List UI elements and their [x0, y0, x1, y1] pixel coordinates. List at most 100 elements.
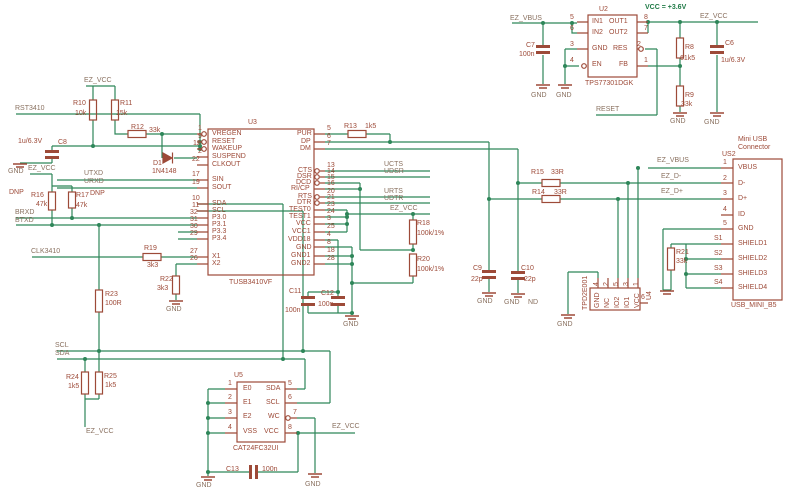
pin-number: 2: [198, 148, 202, 155]
designator-c8: C8: [58, 139, 67, 146]
pin-name: IN1: [592, 18, 603, 25]
net-label-ucts: UCTS: [384, 161, 404, 168]
net-label-scl: SCL: [55, 342, 69, 349]
value-c8: 1u/6.3V: [18, 138, 43, 145]
gnd-label: GND: [343, 321, 359, 328]
part-name-u3: TUSB3410VF: [229, 279, 273, 286]
designator-c10: C10: [521, 265, 534, 272]
pin-number: 1: [633, 282, 640, 286]
pin-name: E0: [243, 385, 252, 392]
note-dnp: DNP: [9, 189, 24, 196]
pin-number: 5: [570, 14, 574, 21]
gnd-label: GND: [166, 306, 182, 313]
value-r13: 1k5: [365, 123, 377, 130]
part-name-u5: CAT24FC32UI: [233, 445, 279, 452]
value-r8: 61k5: [680, 55, 696, 62]
part-name-u4: TPD2E001: [582, 275, 589, 310]
net-label-ez-dplus: EZ_D+: [661, 188, 683, 195]
pin-name: SHIELD2: [738, 255, 768, 262]
pin-number: 28: [327, 255, 335, 262]
pin-name: SUSPEND: [212, 153, 246, 160]
net-wires: [16, 21, 758, 476]
diode-d1: [162, 151, 174, 165]
pin-name: PUR: [297, 130, 312, 137]
net-label-ez-vcc: EZ_VCC: [84, 77, 112, 84]
pin-name: CTS: [298, 167, 312, 174]
designator-r23: R23: [105, 291, 118, 298]
pin-name: TEST1: [289, 213, 311, 220]
capacitors: [45, 45, 724, 479]
designator-c12: C12: [321, 290, 334, 297]
value-r18: 100k/1%: [417, 230, 445, 237]
net-label-ez-vcc: EZ_VCC: [28, 165, 56, 172]
pin-number: 6: [327, 133, 331, 140]
pin-name: IN2: [592, 29, 603, 36]
part-name-us2: USB_MINI_B5: [731, 302, 777, 309]
pin-number: 22: [192, 156, 200, 163]
gnd-label: GND: [305, 481, 321, 488]
designator-r19: R19: [144, 245, 157, 252]
pin-name: GND: [738, 225, 754, 232]
net-label-sda: SDA: [55, 350, 70, 357]
pin-name: GND: [296, 244, 312, 251]
net-label-ez-vcc: EZ_VCC: [332, 423, 360, 430]
pin-name: RTS: [298, 193, 312, 200]
pin-name: GND2: [291, 260, 311, 267]
pin-name: GND: [592, 45, 608, 52]
designator-u5: U5: [234, 372, 243, 379]
pin-name: IO1: [624, 296, 631, 308]
designator-r9: R9: [685, 92, 694, 99]
component-symbols: [47, 14, 783, 443]
pin-name: VBUS: [738, 164, 758, 171]
pin-name: DP: [301, 138, 311, 145]
pin-name: TEST0: [289, 206, 311, 213]
net-label-udtr: UDTR: [384, 195, 404, 202]
pin-name: SOUT: [212, 184, 232, 191]
pin-bubbles: [201, 46, 644, 421]
ic-box-u5: [236, 381, 286, 443]
pin-number: 15: [327, 174, 335, 181]
pin-number: S1: [714, 235, 723, 242]
designator-d1: D1: [153, 160, 162, 167]
pin-number: 5: [288, 380, 292, 387]
pin-number: 6: [641, 294, 645, 301]
designator-r14: R14: [532, 189, 545, 196]
designator-u2: U2: [599, 6, 608, 13]
pin-number: 4: [723, 206, 727, 213]
designator-c6: C6: [725, 40, 734, 47]
pin-number: 9: [198, 133, 202, 140]
designator-r21: R21: [676, 249, 689, 256]
pin-name: E1: [243, 399, 252, 406]
pin-number: 6: [570, 25, 574, 32]
pin-number: 21: [327, 194, 335, 201]
gnd-label: ND: [528, 299, 539, 306]
pin-name: SDA: [266, 385, 281, 392]
value-c9: 22p: [471, 276, 483, 283]
ic-box-u4: [589, 287, 641, 311]
designator-c9: C9: [473, 265, 482, 272]
pin-name: SIN: [212, 176, 224, 183]
value-r22: 3k3: [157, 285, 169, 292]
pin-name: SCL: [266, 399, 280, 406]
designator-u3: U3: [248, 119, 257, 126]
pin-name: SCL: [212, 207, 226, 214]
value-r9: 33k: [681, 101, 693, 108]
value-r17: 47k: [76, 202, 88, 209]
designator-r20: R20: [417, 256, 430, 263]
pin-number: 25: [327, 223, 335, 230]
pin-number: S2: [714, 250, 723, 257]
value-r15: 33R: [551, 169, 564, 176]
pin-name: X1: [212, 253, 221, 260]
pin-name: ID: [738, 211, 745, 218]
pin-name: RI/CP: [291, 185, 310, 192]
net-label-urxd: URXD: [84, 178, 104, 185]
designator-r11: R11: [120, 100, 133, 107]
gnd-label: GND: [8, 168, 24, 175]
pin-number: 5: [613, 282, 620, 286]
net-label-ez-vbus: EZ_VBUS: [510, 15, 542, 22]
pin-number: 7: [327, 140, 331, 147]
pin-number: 14: [327, 168, 335, 175]
pin-number: 4: [570, 57, 574, 64]
pin-number: 1: [723, 159, 727, 166]
pin-name: VCC1: [292, 228, 311, 235]
